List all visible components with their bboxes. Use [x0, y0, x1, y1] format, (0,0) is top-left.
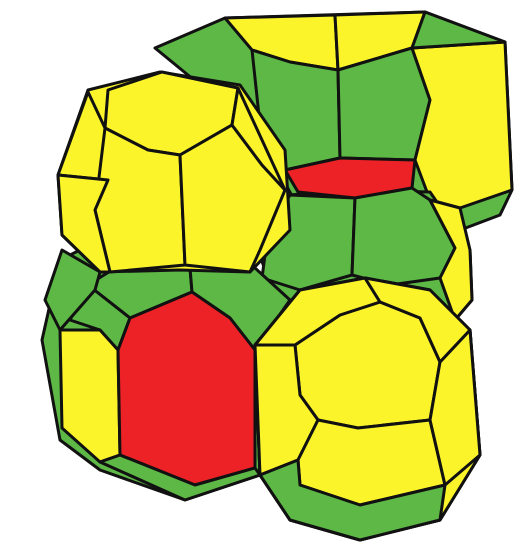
lower-right-cell: [255, 278, 480, 540]
top-right-cell-face: [412, 42, 512, 208]
top-right-cell-face: [338, 48, 430, 160]
top-right-cell-face: [412, 12, 505, 48]
